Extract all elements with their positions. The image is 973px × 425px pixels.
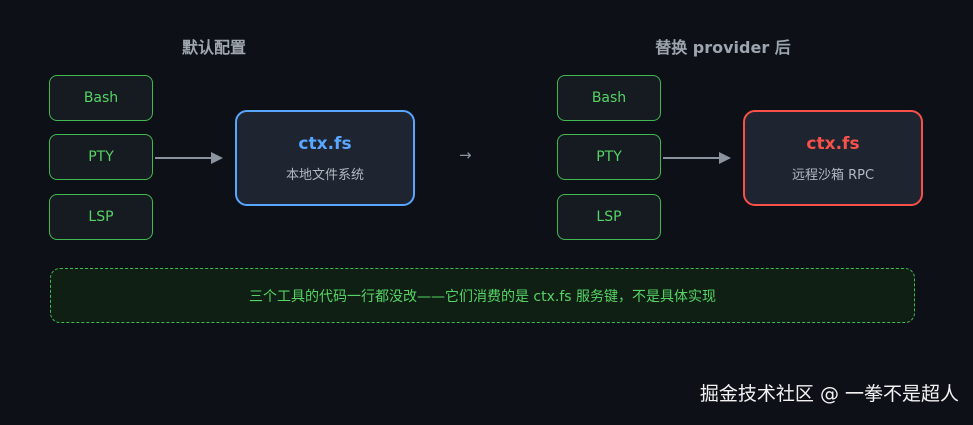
right-tool-pty: PTY bbox=[557, 134, 661, 180]
left-section-title: 默认配置 bbox=[181, 38, 246, 57]
right-arrow bbox=[663, 152, 731, 164]
right-hub-ctx-fs: ctx.fs 远程沙箱 RPC bbox=[743, 110, 923, 206]
left-hub-ctx-fs: ctx.fs 本地文件系统 bbox=[235, 110, 415, 206]
left-tool-bash: Bash bbox=[49, 75, 153, 121]
watermark: 掘金技术社区 @ 一拳不是超人 bbox=[699, 383, 959, 405]
left-hub-subtitle: 本地文件系统 bbox=[285, 167, 364, 183]
left-arrow bbox=[155, 152, 223, 164]
transition-arrow: → bbox=[459, 146, 472, 164]
right-hub-title: ctx.fs bbox=[806, 133, 860, 154]
summary-banner: 三个工具的代码一行都没改——它们消费的是 ctx.fs 服务键，不是具体实现 bbox=[50, 268, 915, 323]
right-tool-bash: Bash bbox=[557, 75, 661, 121]
left-tool-pty: PTY bbox=[49, 134, 153, 180]
right-tool-lsp: LSP bbox=[557, 194, 661, 240]
right-section-title: 替换 provider 后 bbox=[655, 38, 791, 57]
right-hub-subtitle: 远程沙箱 RPC bbox=[791, 167, 875, 183]
left-hub-title: ctx.fs bbox=[298, 133, 352, 154]
left-tool-lsp: LSP bbox=[49, 194, 153, 240]
